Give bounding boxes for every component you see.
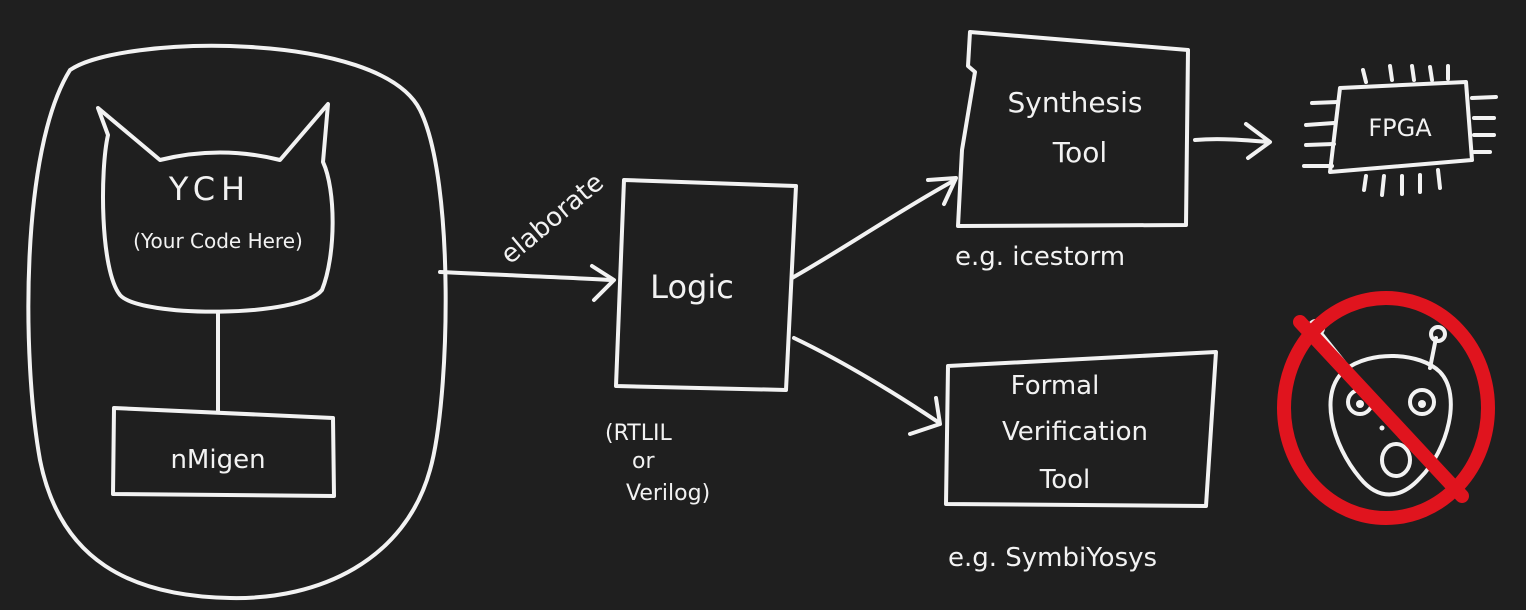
- formal-example: e.g. SymbiYosys: [948, 543, 1157, 573]
- edge-logic-synthesis: [790, 176, 958, 280]
- prohibited-sign-icon: [1277, 291, 1495, 525]
- formal-node: Formal Verification Tool: [944, 350, 1218, 508]
- ych-title: YCH: [168, 170, 251, 208]
- logic-format-line-3: Verilog): [626, 481, 710, 506]
- logic-format-line-1: (RTLIL: [605, 421, 672, 446]
- synthesis-label-line-1: Synthesis: [1008, 86, 1143, 119]
- nmigen-label: nMigen: [170, 445, 265, 475]
- fpga-chip-icon: FPGA: [1302, 64, 1498, 197]
- synthesis-node: Synthesis Tool: [956, 30, 1190, 228]
- formal-label-line-2: Verification: [1002, 417, 1148, 447]
- logic-label: Logic: [650, 268, 734, 306]
- formal-label-line-3: Tool: [1039, 465, 1091, 495]
- synthesis-label-line-2: Tool: [1052, 136, 1107, 169]
- synthesis-example: e.g. icestorm: [955, 242, 1125, 272]
- ych-subtitle: (Your Code Here): [133, 229, 303, 253]
- nmigen-node: nMigen: [111, 406, 336, 498]
- edge-synthesis-fpga: [1193, 122, 1272, 160]
- fpga-label: FPGA: [1368, 114, 1432, 142]
- project-boundary: [26, 43, 448, 601]
- cat-head-icon: YCH (Your Code Here): [96, 102, 335, 314]
- formal-label-line-1: Formal: [1011, 371, 1100, 401]
- logic-format-line-2: or: [632, 449, 655, 474]
- logic-node: Logic: [614, 178, 798, 392]
- edge-logic-formal: [792, 336, 942, 436]
